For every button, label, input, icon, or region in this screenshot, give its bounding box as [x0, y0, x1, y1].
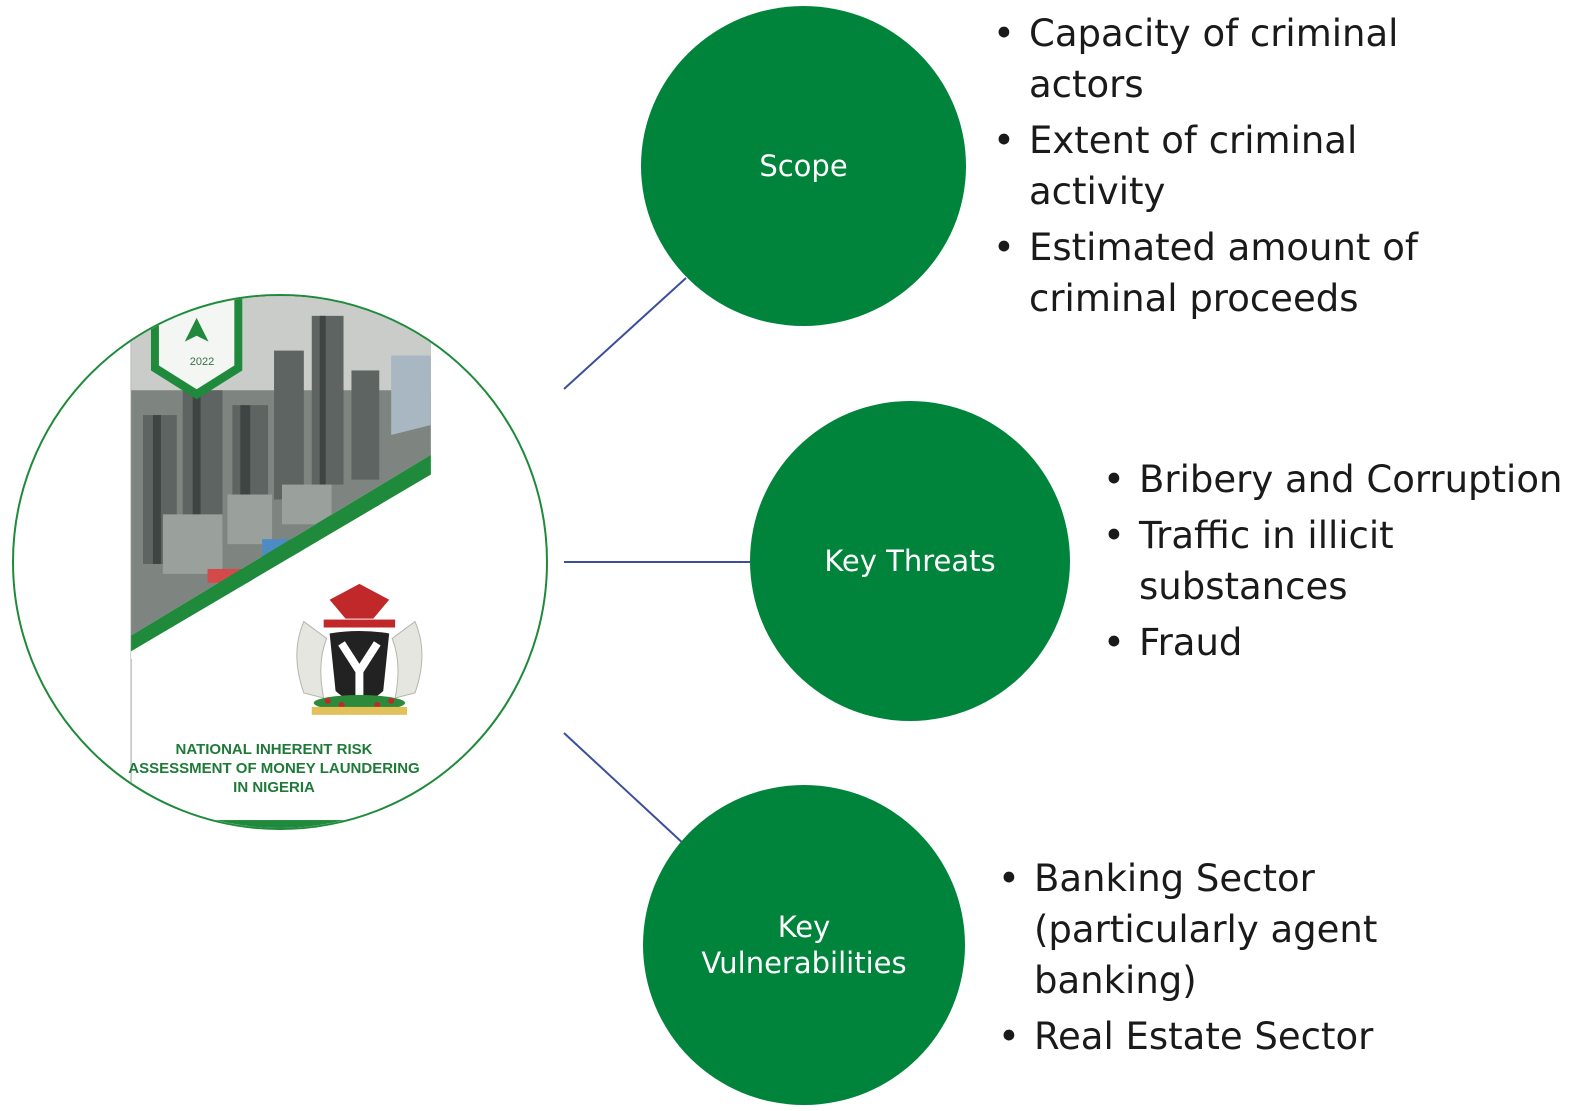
connector-vulnerabilities: [563, 732, 687, 847]
list-item: Capacity of criminal actors: [993, 8, 1433, 110]
scope-list: Capacity of criminal actors Extent of cr…: [993, 8, 1433, 329]
list-item: Estimated amount of criminal proceeds: [993, 222, 1433, 324]
cover-year: 2022: [189, 356, 215, 368]
node-scope: Scope: [641, 6, 966, 326]
coat-of-arms-icon: [296, 583, 423, 715]
node-label-line: Vulnerabilities: [701, 946, 907, 980]
threats-list: Bribery and Corruption Traffic in illici…: [1103, 454, 1563, 673]
list-item: Real Estate Sector: [998, 1011, 1418, 1062]
node-key-vulnerabilities: Key Vulnerabilities: [643, 785, 965, 1105]
report-cover: 2022 NATIONAL INHERENT RISK ASSESSMENT O…: [12, 294, 548, 830]
arrow-logo-icon: [184, 317, 209, 342]
cover-title: NATIONAL INHERENT RISK ASSESSMENT OF MON…: [104, 740, 444, 797]
report-cover-art: [130, 296, 431, 828]
list-item: Extent of criminal activity: [993, 115, 1433, 217]
node-label: Scope: [759, 148, 848, 183]
node-key-threats: Key Threats: [750, 401, 1070, 721]
list-item: Traffic in illicit substances: [1103, 510, 1563, 612]
list-item: Fraud: [1103, 617, 1563, 668]
cover-title-line: IN NIGERIA: [233, 779, 315, 796]
node-label-line: Key: [777, 909, 831, 944]
node-label: Key Vulnerabilities: [701, 909, 906, 982]
vulnerabilities-list: Banking Sector (particularly agent banki…: [998, 853, 1418, 1067]
list-item: Bribery and Corruption: [1103, 454, 1563, 505]
connector-scope: [563, 277, 687, 390]
cover-title-line: NATIONAL INHERENT RISK: [175, 741, 373, 758]
list-item: Banking Sector (particularly agent banki…: [998, 853, 1418, 1006]
node-label: Key Threats: [824, 543, 996, 578]
cover-title-line: ASSESSMENT OF MONEY LAUNDERING: [128, 760, 420, 777]
